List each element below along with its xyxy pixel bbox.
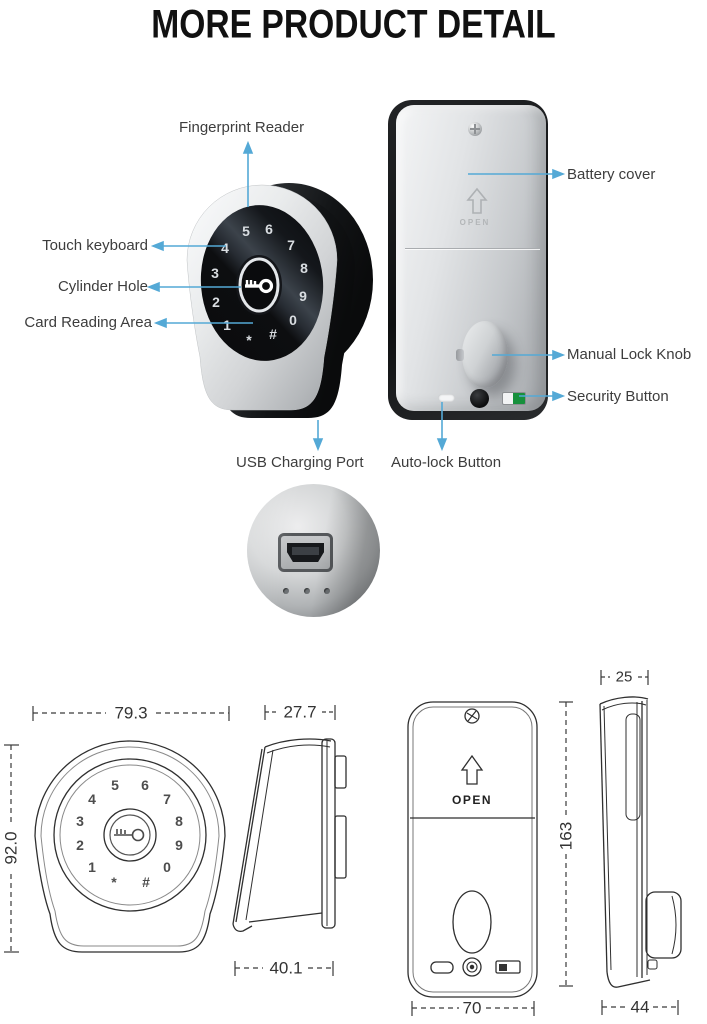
drawing-keypad-digits: 5 6 4 7 3 8 2 9 1 0 * # [76, 777, 183, 890]
drawing-digit: 7 [163, 791, 171, 807]
drawing-digit: 8 [175, 813, 183, 829]
manual-lock-knob [456, 321, 508, 388]
dim-front-height [4, 744, 19, 953]
key-icon [245, 278, 274, 294]
drawing-hash-key: # [142, 874, 150, 890]
dim-side-bottom-value: 40.1 [269, 959, 302, 978]
page-title: MORE PRODUCT DETAIL [151, 2, 556, 47]
dim-back-height-value: 163 [557, 822, 576, 850]
security-button-label: Security Button [567, 388, 669, 405]
key-outline-icon [114, 828, 145, 842]
drawing-digit: 4 [88, 791, 96, 807]
keypad-digit: 8 [300, 260, 308, 276]
reset-round-button [470, 389, 489, 408]
screw-icon [468, 122, 482, 136]
fingerprint-reader-label: Fingerprint Reader [179, 119, 305, 136]
dimension-labels: 79.3 92.0 27.7 40.1 163 70 25 44 OPEN [2, 669, 650, 1018]
rear-side-view-drawing [599, 696, 682, 988]
drawing-open-label: OPEN [452, 793, 492, 807]
dim-side-bottom-width [234, 961, 334, 976]
usb-port-plate [278, 533, 333, 572]
dim-side-top-value: 27.7 [283, 703, 316, 722]
keypad-digit: 2 [212, 294, 220, 310]
usb-charging-port-label: USB Charging Port [236, 454, 364, 471]
dim-back-height [559, 701, 573, 987]
battery-cover-label: Battery cover [567, 166, 656, 183]
drawing-digit: 9 [175, 837, 183, 853]
back-unit-photo: OPEN [388, 100, 550, 420]
auto-lock-button [438, 394, 455, 402]
dim-front-width [32, 706, 230, 721]
screw-dot [283, 588, 289, 594]
drawing-digit: 0 [163, 859, 171, 875]
drawing-digit: 5 [111, 777, 119, 793]
card-reading-area-label: Card Reading Area [24, 314, 152, 331]
dimension-lines [4, 670, 679, 1016]
keypad-digit: 6 [265, 221, 273, 237]
keypad-digit: 3 [211, 265, 219, 281]
security-switch [502, 392, 526, 405]
dim-rear-side-top-width [600, 670, 649, 685]
dim-rear-side-bottom-width [601, 1000, 679, 1015]
keypad-star-key: * [246, 332, 252, 348]
dim-rear-side-top-value: 25 [616, 669, 633, 686]
screw-dot [304, 588, 310, 594]
shading-overlay [247, 484, 380, 617]
open-embossed-label: OPEN [459, 218, 491, 227]
dim-back-width [411, 1001, 535, 1016]
side-view-drawing [232, 738, 347, 932]
open-arrow-drawing [460, 754, 484, 785]
front-view-drawing [34, 740, 226, 953]
usb-port-arrow [312, 420, 324, 452]
dim-front-height-value: 92.0 [2, 831, 21, 864]
dim-side-top-width [264, 705, 336, 720]
cover-seam-line [405, 248, 540, 249]
dim-front-width-value: 79.3 [114, 704, 147, 723]
keypad-digit: 4 [221, 240, 229, 256]
back-view-drawing [407, 701, 538, 998]
keypad-digit: 7 [287, 237, 295, 253]
front-lock-photo: 5 6 4 7 3 8 2 9 1 0 * # [186, 183, 373, 418]
keypad-digit: 9 [299, 288, 307, 304]
dim-rear-side-bottom-value: 44 [631, 998, 650, 1017]
keypad-digits: 5 6 4 7 3 8 2 9 1 0 * # [211, 221, 308, 348]
dim-back-width-value: 70 [463, 999, 482, 1018]
keypad-digit: 0 [289, 312, 297, 328]
drawing-star-key: * [111, 874, 117, 890]
battery-cover-body: OPEN [396, 105, 546, 411]
auto-lock-button-label: Auto-lock Button [391, 454, 502, 471]
cylinder-hole-label: Cylinder Hole [57, 278, 148, 295]
screw-dot [324, 588, 330, 594]
micro-usb-port [287, 543, 324, 562]
manual-lock-knob-label: Manual Lock Knob [567, 346, 692, 363]
usb-port-closeup-photo [247, 484, 380, 617]
dimension-drawings: 5 6 4 7 3 8 2 9 1 0 * # 79.3 92.0 27.7 4… [2, 669, 682, 1018]
keypad-digit: 5 [242, 223, 250, 239]
touch-keyboard-label: Touch keyboard [42, 237, 148, 254]
open-arrow-icon [466, 187, 488, 214]
screw-drawing [464, 708, 480, 724]
drawing-digit: 6 [141, 777, 149, 793]
drawing-digit: 3 [76, 813, 84, 829]
keypad-hash-key: # [269, 326, 277, 342]
drawing-digit: 2 [76, 837, 84, 853]
keypad-digit: 1 [223, 317, 231, 333]
drawing-digit: 1 [88, 859, 96, 875]
